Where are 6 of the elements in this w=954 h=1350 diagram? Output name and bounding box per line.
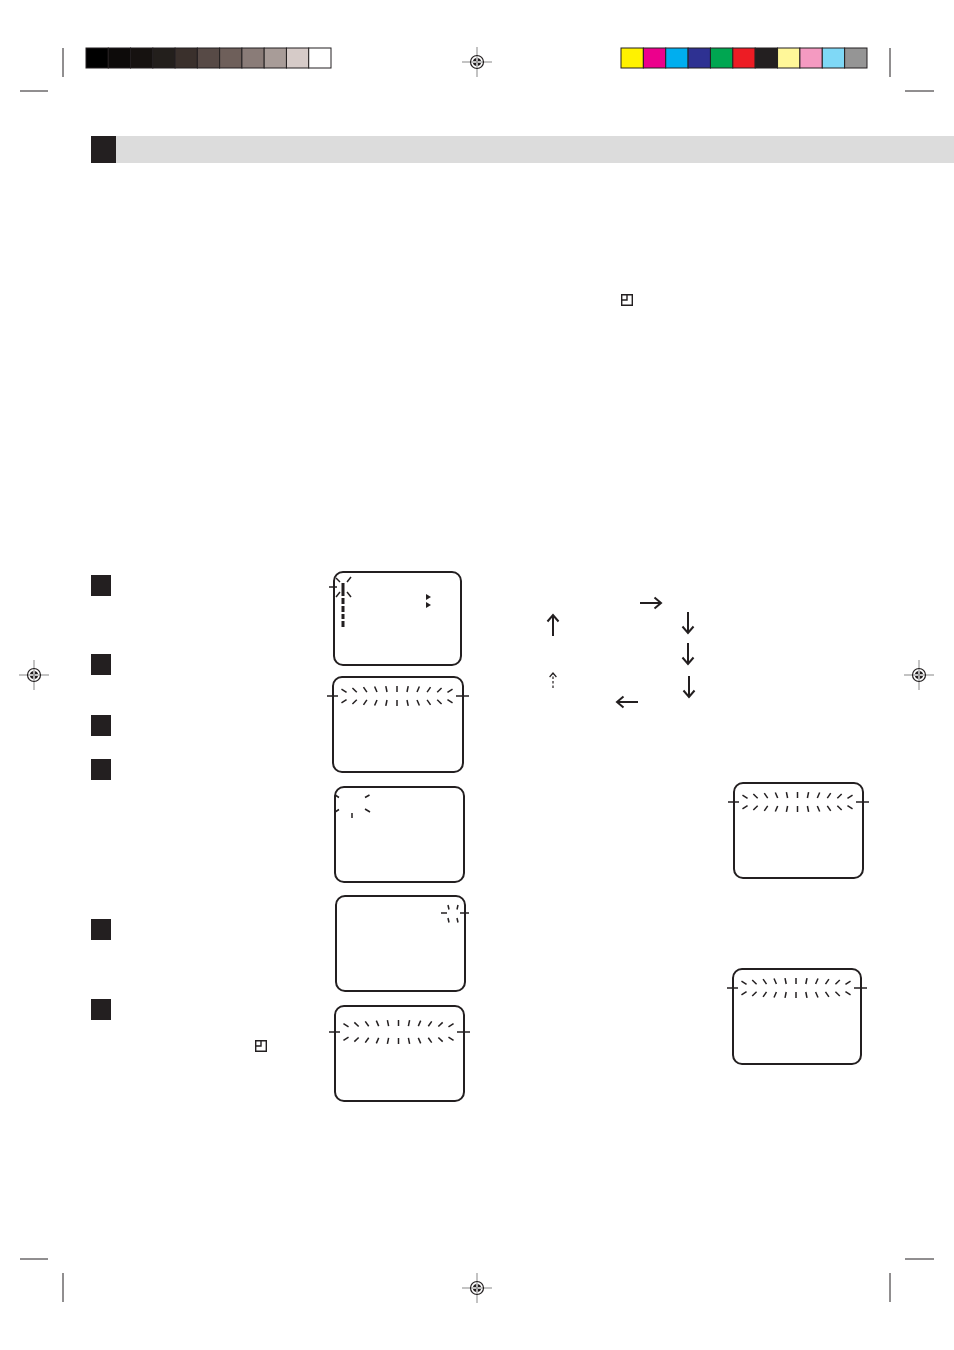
display-screen: [733, 782, 864, 879]
display-screen: [732, 968, 862, 1065]
display-screen: [335, 895, 466, 992]
display-screen: [332, 676, 464, 773]
display-screen: [334, 1005, 465, 1102]
display-screen: [334, 786, 465, 883]
